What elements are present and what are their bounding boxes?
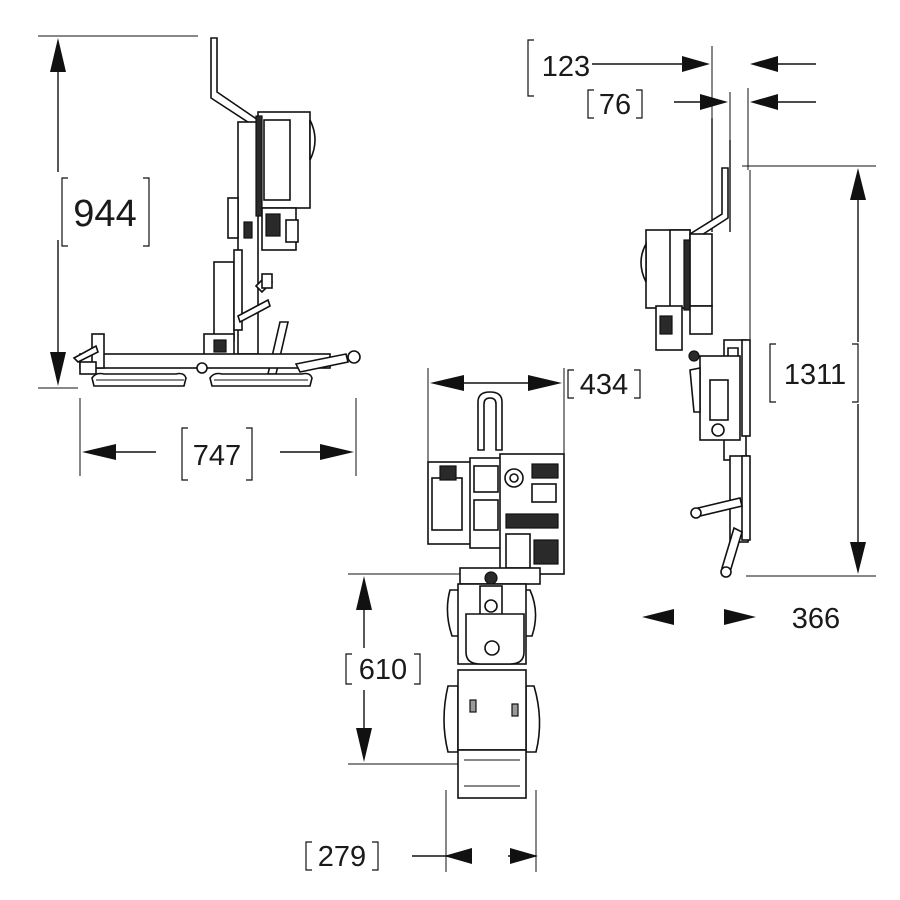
height-dimension-1311: 1311 bbox=[742, 165, 876, 577]
arrow-right-icon bbox=[682, 56, 710, 72]
arrow-up-icon bbox=[50, 38, 66, 72]
dim-label-434: 434 bbox=[580, 369, 628, 401]
front-view: 123 76 1311 366 bbox=[527, 39, 876, 635]
offset-dimensions: 123 76 bbox=[527, 39, 816, 170]
arrow-right-icon bbox=[320, 444, 354, 460]
lifter-top-drawing bbox=[427, 391, 565, 799]
dim-label-366: 366 bbox=[792, 603, 840, 635]
arrow-down-icon bbox=[356, 728, 372, 762]
arrow-left-icon bbox=[510, 848, 538, 864]
top-view: 434 610 279 bbox=[305, 368, 641, 873]
arrow-left-icon bbox=[430, 375, 464, 391]
width-dimension-747: 747 bbox=[79, 398, 357, 481]
lifter-side-drawing bbox=[72, 37, 361, 387]
dim-label-1311: 1311 bbox=[784, 359, 846, 391]
dim-label-279: 279 bbox=[318, 841, 366, 873]
arrow-left-icon bbox=[82, 444, 116, 460]
arrow-down-icon bbox=[50, 352, 66, 386]
arrow-left-icon bbox=[642, 609, 674, 625]
dim-label-76: 76 bbox=[599, 89, 631, 121]
arrow-up-icon bbox=[356, 576, 372, 610]
arrow-right-icon bbox=[444, 848, 472, 864]
arrow-left-icon bbox=[750, 56, 778, 72]
arrow-right-icon bbox=[724, 609, 756, 625]
side-view: 944 747 bbox=[38, 35, 361, 481]
dim-label-747: 747 bbox=[193, 440, 241, 472]
height-dimension-944: 944 bbox=[38, 35, 198, 389]
width-dimension-279: 279 bbox=[305, 790, 538, 873]
dim-label-123: 123 bbox=[542, 51, 590, 83]
lifter-front-drawing bbox=[640, 118, 751, 578]
dim-label-944: 944 bbox=[73, 193, 136, 235]
depth-dimension-366: 366 bbox=[642, 603, 840, 635]
arrow-right-icon bbox=[700, 94, 728, 110]
arrow-left-icon bbox=[750, 94, 778, 110]
arrow-up-icon bbox=[850, 168, 866, 200]
arrow-down-icon bbox=[850, 542, 866, 574]
length-dimension-610: 610 bbox=[345, 573, 480, 765]
dim-label-610: 610 bbox=[359, 654, 407, 686]
arrow-right-icon bbox=[528, 375, 562, 391]
width-dimension-434: 434 bbox=[427, 368, 641, 468]
